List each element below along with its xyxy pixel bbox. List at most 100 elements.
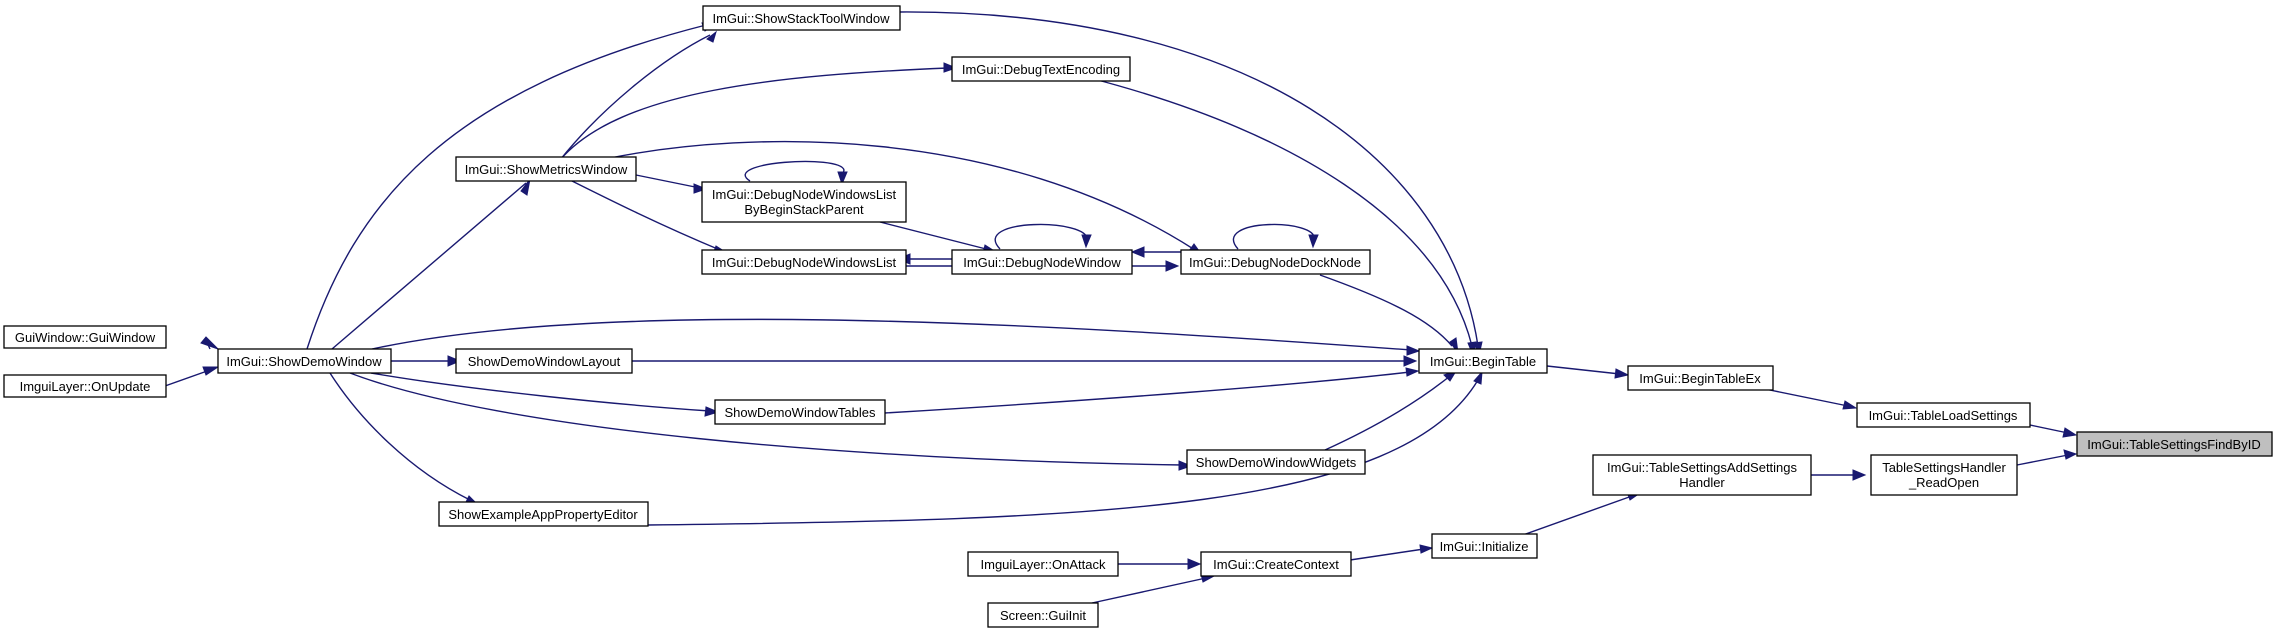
edge-showdemowindow-to-showmetricswindow bbox=[331, 182, 527, 350]
node-label: ImGui::TableSettingsFindByID bbox=[2087, 437, 2260, 452]
edge-debugnodewindowslistbybegin-self bbox=[744, 160, 845, 182]
node-label: ImGui::ShowMetricsWindow bbox=[465, 162, 628, 177]
arrowhead bbox=[704, 406, 720, 417]
node-label: ImGui::TableLoadSettings bbox=[1869, 408, 2018, 423]
node-label: Screen::GuiInit bbox=[1000, 608, 1086, 623]
edge-begintable-to-begintableex bbox=[1546, 365, 1621, 375]
arrowhead bbox=[693, 183, 708, 194]
arrowhead bbox=[2063, 449, 2078, 460]
arrowhead bbox=[2062, 427, 2078, 438]
node-show-demo-window-widgets[interactable]: ShowDemoWindowWidgets bbox=[1186, 449, 1366, 475]
node-table-settings-handler-read-open[interactable]: TableSettingsHandler _ReadOpen bbox=[1870, 454, 2018, 496]
arrowhead bbox=[1308, 234, 1319, 249]
arrowhead bbox=[447, 355, 462, 367]
edge-showdemowindow-to-showstacktoolwindow bbox=[306, 24, 707, 350]
node-label: ImGui::ShowStackToolWindow bbox=[712, 11, 890, 26]
edge-debugnodedocknode-to-begintable bbox=[1319, 274, 1453, 347]
node-imgui-layer-onattack[interactable]: ImguiLayer::OnAttack bbox=[967, 551, 1119, 577]
node-label: ImGui::ShowDemoWindow bbox=[226, 354, 382, 369]
arrowhead bbox=[1473, 370, 1483, 385]
node-debug-text-encoding[interactable]: ImGui::DebugTextEncoding bbox=[951, 56, 1131, 82]
edge-debugnodewindowslistbybegin-to-debugnodewindow bbox=[879, 221, 991, 251]
node-label: ImGui::BeginTableEx bbox=[1639, 371, 1761, 386]
node-table-settings-find-by-id[interactable]: ImGui::TableSettingsFindByID bbox=[2076, 431, 2273, 457]
arrowhead bbox=[837, 171, 848, 186]
node-label: ImguiLayer::OnAttack bbox=[981, 557, 1106, 572]
arrowhead bbox=[200, 336, 219, 350]
node-show-stack-tool-window[interactable]: ImGui::ShowStackToolWindow bbox=[702, 5, 901, 31]
node-show-demo-window[interactable]: ImGui::ShowDemoWindow bbox=[217, 348, 392, 374]
node-table-load-settings[interactable]: ImGui::TableLoadSettings bbox=[1856, 402, 2031, 428]
node-label-line1: TableSettingsHandler bbox=[1882, 460, 2006, 475]
node-label: ImguiLayer::OnUpdate bbox=[20, 379, 151, 394]
edge-showstacktoolwindow-to-begintable bbox=[899, 11, 1479, 347]
arrowhead bbox=[202, 366, 220, 376]
edge-showdemowindowtables-to-begintable bbox=[884, 371, 1411, 414]
edge-tableloadsettings-to-findbyid bbox=[2029, 424, 2069, 434]
edge-debugnodewindow-self bbox=[994, 223, 1088, 250]
node-label: ImGui::DebugNodeDockNode bbox=[1189, 255, 1361, 270]
edge-debugnodedocknode-self bbox=[1233, 223, 1315, 250]
arrowheads bbox=[200, 21, 2078, 583]
node-gui-window[interactable]: GuiWindow::GuiWindow bbox=[3, 325, 167, 349]
edge-showdemowindow-to-showdemowindowtables bbox=[370, 372, 711, 412]
node-begin-table[interactable]: ImGui::BeginTable bbox=[1418, 348, 1548, 374]
edge-createcontext-to-initialize bbox=[1349, 548, 1425, 561]
node-label: ShowExampleAppPropertyEditor bbox=[448, 507, 638, 522]
arrowhead bbox=[1406, 345, 1421, 356]
edge-showdemowindow-to-showdemowindowwidgets bbox=[349, 372, 1184, 466]
node-show-example-app-property-editor[interactable]: ShowExampleAppPropertyEditor bbox=[438, 501, 649, 527]
node-debug-node-windows-list-by-begin-stack-parent[interactable]: ImGui::DebugNodeWindowsList ByBeginStack… bbox=[701, 181, 907, 223]
arrowhead bbox=[1130, 246, 1145, 258]
node-begin-table-ex[interactable]: ImGui::BeginTableEx bbox=[1627, 365, 1774, 391]
node-show-demo-window-layout[interactable]: ShowDemoWindowLayout bbox=[455, 348, 633, 374]
node-imgui-layer-onupdate[interactable]: ImguiLayer::OnUpdate bbox=[3, 374, 167, 398]
node-label-line2: Handler bbox=[1679, 475, 1725, 490]
arrowhead bbox=[520, 178, 531, 196]
node-debug-node-dock-node[interactable]: ImGui::DebugNodeDockNode bbox=[1180, 249, 1371, 275]
arrowhead bbox=[1165, 260, 1180, 272]
arrowhead bbox=[1614, 368, 1630, 379]
node-label: GuiWindow::GuiWindow bbox=[15, 330, 156, 345]
arrowhead bbox=[1081, 234, 1092, 249]
arrowhead bbox=[1403, 355, 1418, 367]
edge-showmetricswindow-to-debugnodewindowslistbybegin bbox=[635, 174, 701, 189]
arrowhead bbox=[1842, 400, 1858, 410]
edge-showdemowindow-to-showexampleapppropertyeditor bbox=[329, 372, 471, 501]
node-label: ImGui::DebugNodeWindow bbox=[963, 255, 1121, 270]
node-label-line1: ImGui::TableSettingsAddSettings bbox=[1607, 460, 1798, 475]
edge-begintableex-to-tableloadsettings bbox=[1764, 388, 1849, 407]
edge-showmetricswindow-to-showstacktoolwindow bbox=[559, 34, 711, 161]
edges bbox=[164, 11, 2069, 604]
node-initialize[interactable]: ImGui::Initialize bbox=[1431, 533, 1538, 559]
node-label: ImGui::DebugNodeWindowsList bbox=[712, 255, 897, 270]
edge-debugtextencoding-to-begintable bbox=[1089, 77, 1473, 347]
node-label: ImGui::CreateContext bbox=[1213, 557, 1339, 572]
node-show-metrics-window[interactable]: ImGui::ShowMetricsWindow bbox=[455, 156, 637, 182]
node-label: ShowDemoWindowTables bbox=[724, 405, 876, 420]
edge-initialize-to-addsettingshandler bbox=[1519, 495, 1633, 537]
arrowhead bbox=[1419, 544, 1434, 554]
arrowhead bbox=[1187, 558, 1202, 570]
node-debug-node-windows-list[interactable]: ImGui::DebugNodeWindowsList bbox=[701, 249, 907, 275]
edge-showexampleapppropertyeditor-to-begintable bbox=[647, 379, 1479, 526]
edge-showmetricswindow-to-debugnodedocknode bbox=[609, 140, 1196, 251]
node-debug-node-window[interactable]: ImGui::DebugNodeWindow bbox=[951, 249, 1133, 275]
node-screen-guiinit[interactable]: Screen::GuiInit bbox=[987, 602, 1099, 628]
node-label-line2: _ReadOpen bbox=[1908, 475, 1979, 490]
node-show-demo-window-tables[interactable]: ShowDemoWindowTables bbox=[714, 399, 886, 425]
edge-screenguiinit-to-createcontext bbox=[1091, 577, 1207, 604]
edge-showmetricswindow-to-debugnodewindowslist bbox=[569, 179, 721, 251]
node-table-settings-add-settings-handler[interactable]: ImGui::TableSettingsAddSettings Handler bbox=[1592, 454, 1812, 496]
node-label: ImGui::BeginTable bbox=[1430, 354, 1536, 369]
arrowhead bbox=[1852, 469, 1867, 481]
node-label-line2: ByBeginStackParent bbox=[744, 202, 864, 217]
edge-showmetricswindow-to-debugtextencoding bbox=[559, 67, 949, 161]
node-create-context[interactable]: ImGui::CreateContext bbox=[1200, 551, 1352, 577]
edge-readopen-to-findbyid bbox=[2016, 454, 2069, 466]
node-label: ShowDemoWindowLayout bbox=[468, 354, 621, 369]
edge-showdemowindow-to-begintable bbox=[371, 318, 1412, 351]
node-label: ImGui::DebugTextEncoding bbox=[962, 62, 1120, 77]
node-label: ImGui::Initialize bbox=[1440, 539, 1529, 554]
